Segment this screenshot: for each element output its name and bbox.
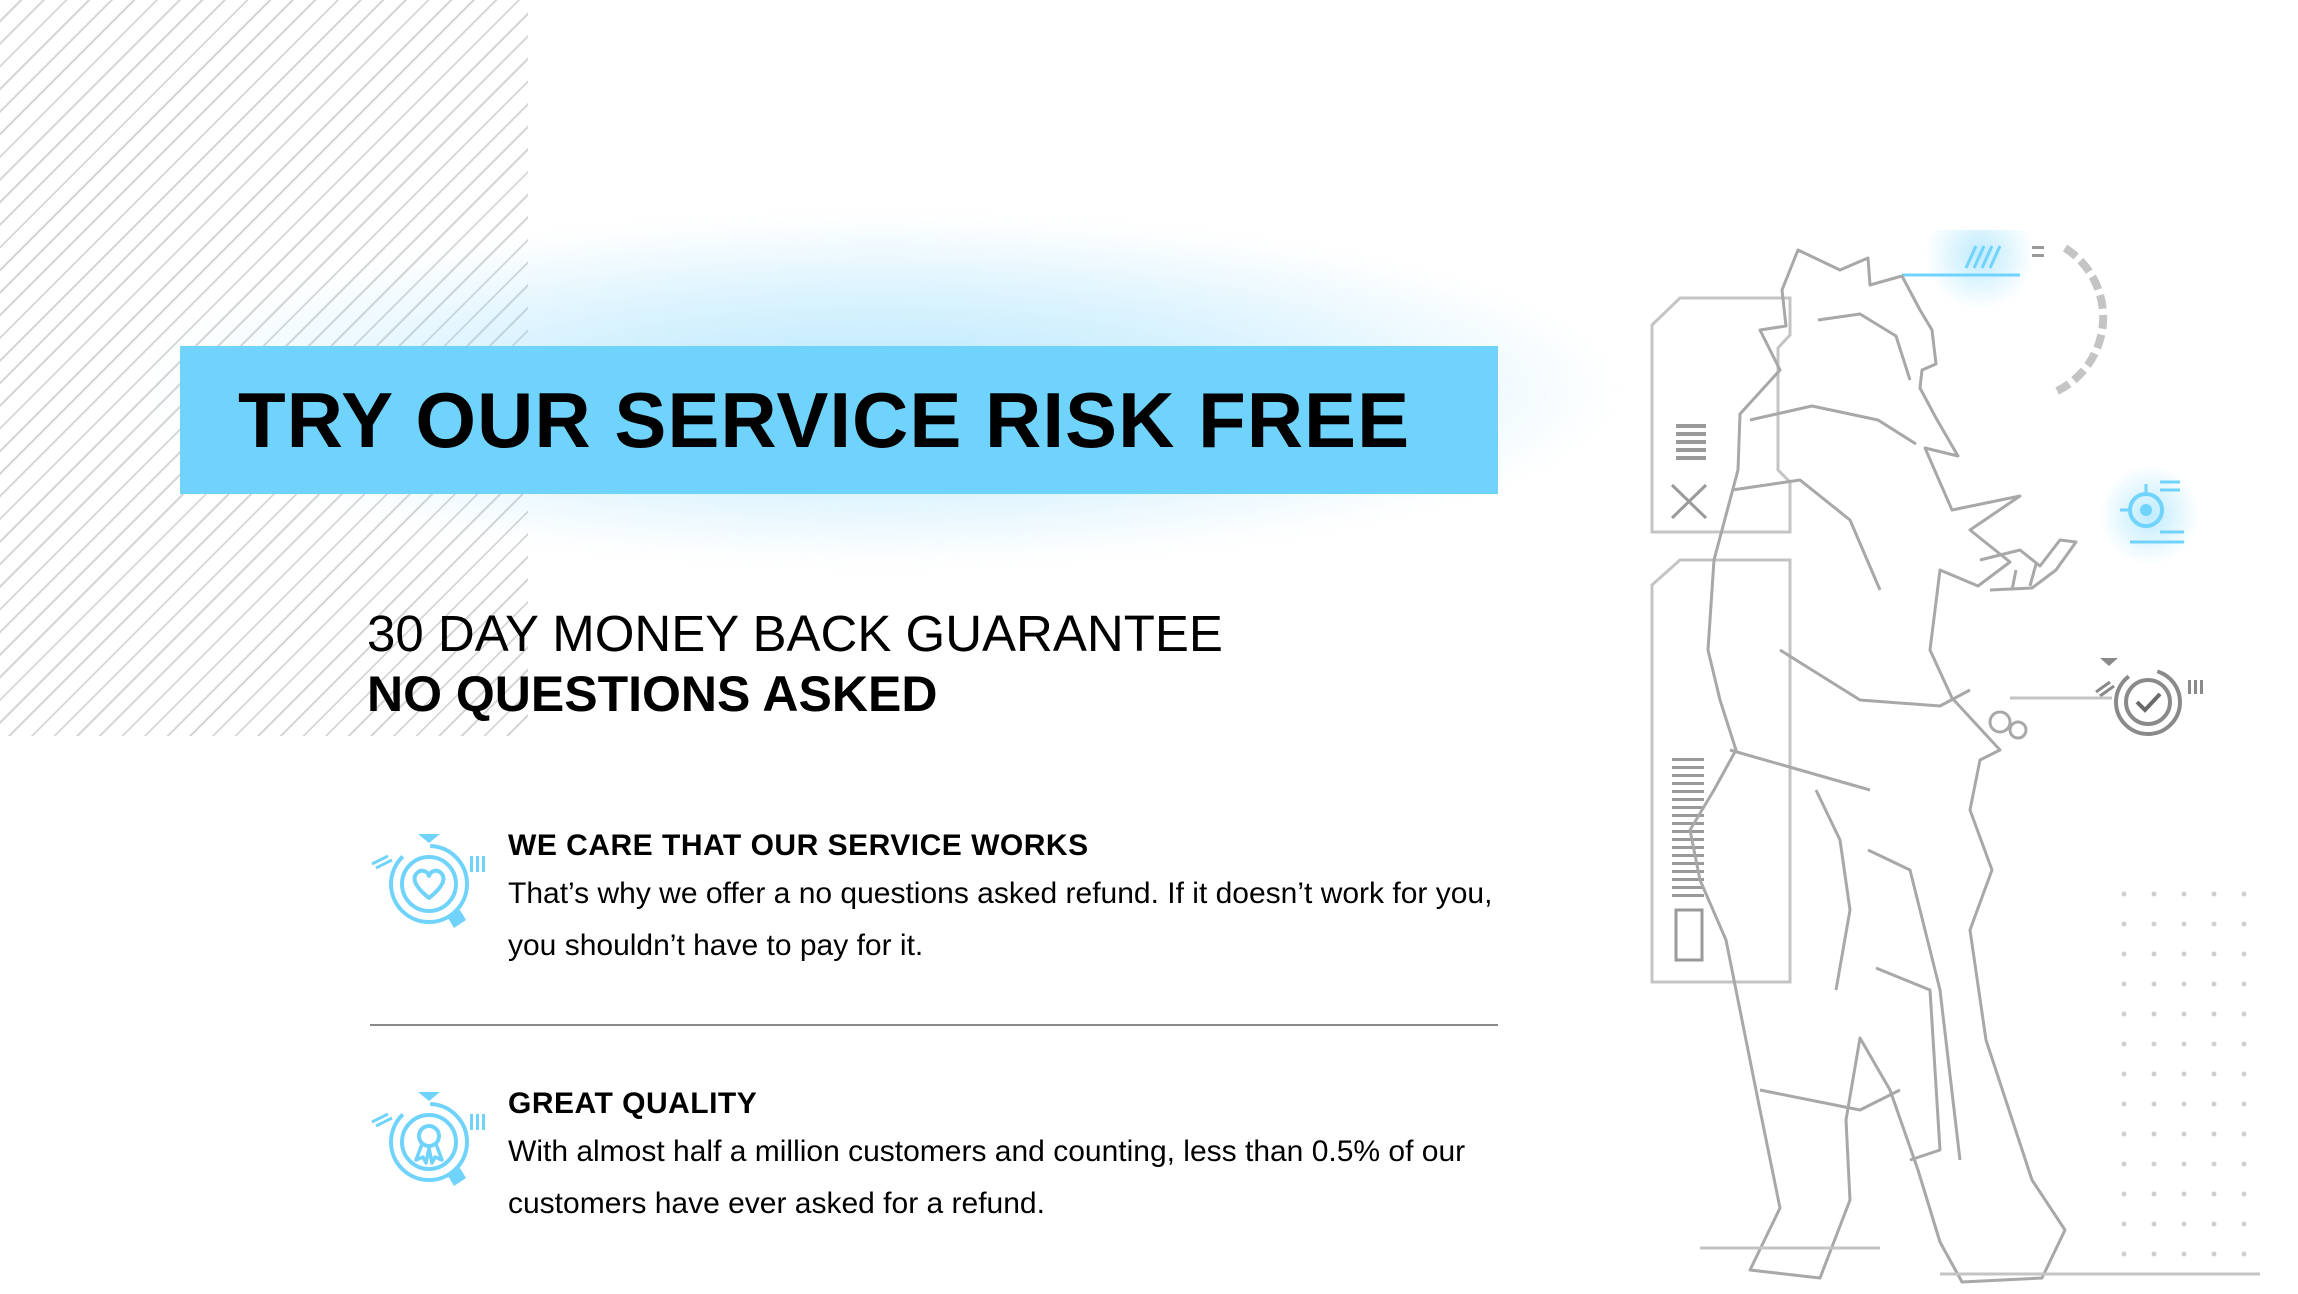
character-illustration <box>1650 230 2260 1284</box>
feature-title: WE CARE THAT OUR SERVICE WORKS <box>508 829 1089 862</box>
heart-badge-icon <box>371 834 485 928</box>
feature-text: GREAT QUALITY With almost half a million… <box>508 1084 1508 1230</box>
guarantee-line1: 30 DAY MONEY BACK GUARANTEE <box>367 605 1223 662</box>
feature-title: GREAT QUALITY <box>508 1087 758 1120</box>
award-ribbon-icon <box>371 1092 485 1186</box>
feature-text: WE CARE THAT OUR SERVICE WORKS That’s wh… <box>508 826 1508 972</box>
feature-description: That’s why we offer a no questions asked… <box>508 877 1493 962</box>
guarantee-line2: NO QUESTIONS ASKED <box>367 666 938 722</box>
banner-title: TRY OUR SERVICE RISK FREE <box>238 376 1411 464</box>
barcode-panel <box>1650 558 1792 984</box>
promo-banner: TRY OUR SERVICE RISK FREE <box>180 346 1498 494</box>
check-badge-icon <box>2095 658 2203 736</box>
guarantee-heading: 30 DAY MONEY BACK GUARANTEE NO QUESTIONS… <box>367 604 1223 724</box>
feature-description: With almost half a million customers and… <box>508 1135 1466 1220</box>
target-icon <box>2120 480 2184 544</box>
section-divider <box>370 1024 1498 1026</box>
